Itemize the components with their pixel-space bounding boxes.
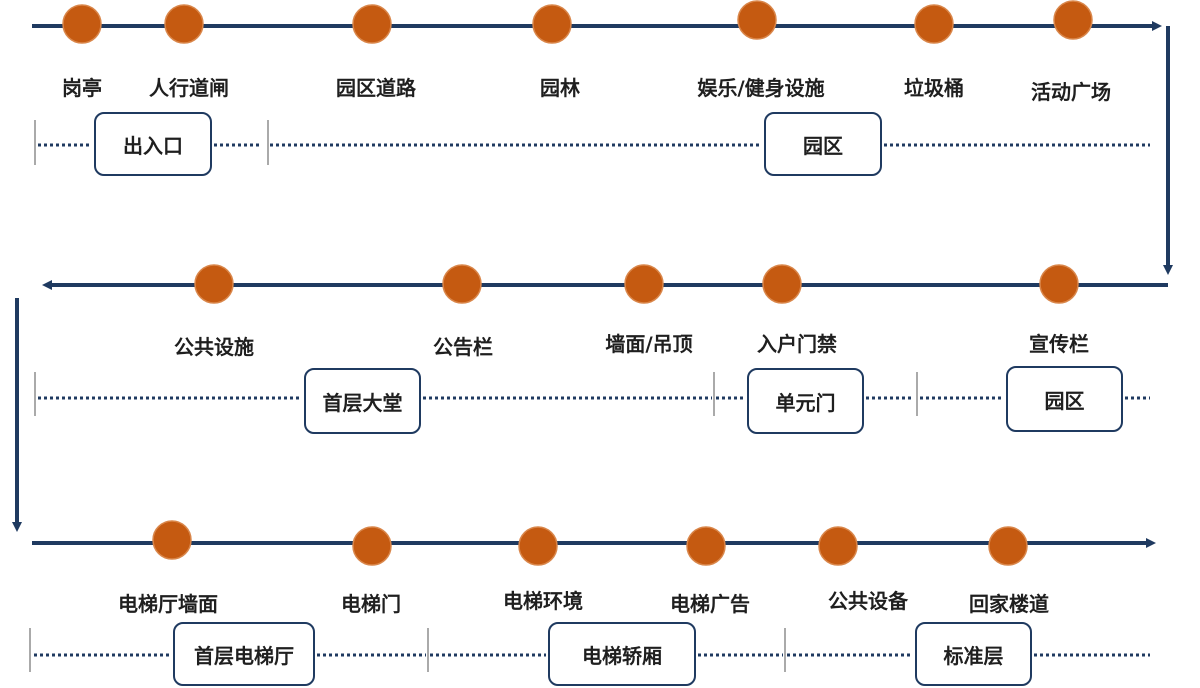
touchpoint-dot [686,526,726,566]
stage-box: 园区 [1006,366,1123,432]
touchpoint-label: 园区道路 [336,76,416,100]
touchpoint-label: 电梯环境 [503,589,583,613]
stage-box: 标准层 [915,622,1032,686]
touchpoint-dot [762,264,802,304]
touchpoint-label: 宣传栏 [1029,332,1089,356]
touchpoint-label: 回家楼道 [969,592,1049,616]
touchpoint-label: 人行道闸 [149,76,229,100]
stage-box: 首层电梯厅 [173,622,315,686]
touchpoint-label: 电梯厅墙面 [118,592,218,616]
touchpoint-dot [1053,0,1093,40]
touchpoint-dot [518,526,558,566]
stage-box: 电梯轿厢 [548,622,696,686]
touchpoint-label: 岗亭 [62,76,102,100]
touchpoint-label: 公共设施 [174,335,254,359]
touchpoint-label: 电梯广告 [670,592,750,616]
stage-box: 园区 [764,112,882,176]
touchpoint-label: 公共设备 [828,589,908,613]
touchpoint-dot [818,526,858,566]
touchpoint-dot [737,0,777,40]
touchpoint-dot [152,520,192,560]
touchpoint-label: 公告栏 [433,335,493,359]
touchpoint-dot [624,264,664,304]
touchpoint-label: 娱乐/健身设施 [697,76,825,100]
touchpoint-dot [164,4,204,44]
stage-box: 出入口 [94,112,212,176]
touchpoint-dot [352,526,392,566]
touchpoint-dot [442,264,482,304]
touchpoint-dot [352,4,392,44]
stage-box: 首层大堂 [304,368,421,434]
touchpoint-dot [914,4,954,44]
touchpoint-label: 墙面/吊顶 [605,332,693,356]
touchpoint-label: 电梯门 [341,592,401,616]
touchpoint-label: 园林 [540,76,580,100]
touchpoint-dot [62,4,102,44]
touchpoint-label: 入户门禁 [757,332,837,356]
touchpoint-dot [532,4,572,44]
touchpoint-dot [988,526,1028,566]
touchpoint-dot [194,264,234,304]
touchpoint-dot [1039,264,1079,304]
touchpoint-label: 活动广场 [1031,80,1111,104]
stage-box: 单元门 [747,368,864,434]
touchpoint-label: 垃圾桶 [904,76,964,100]
